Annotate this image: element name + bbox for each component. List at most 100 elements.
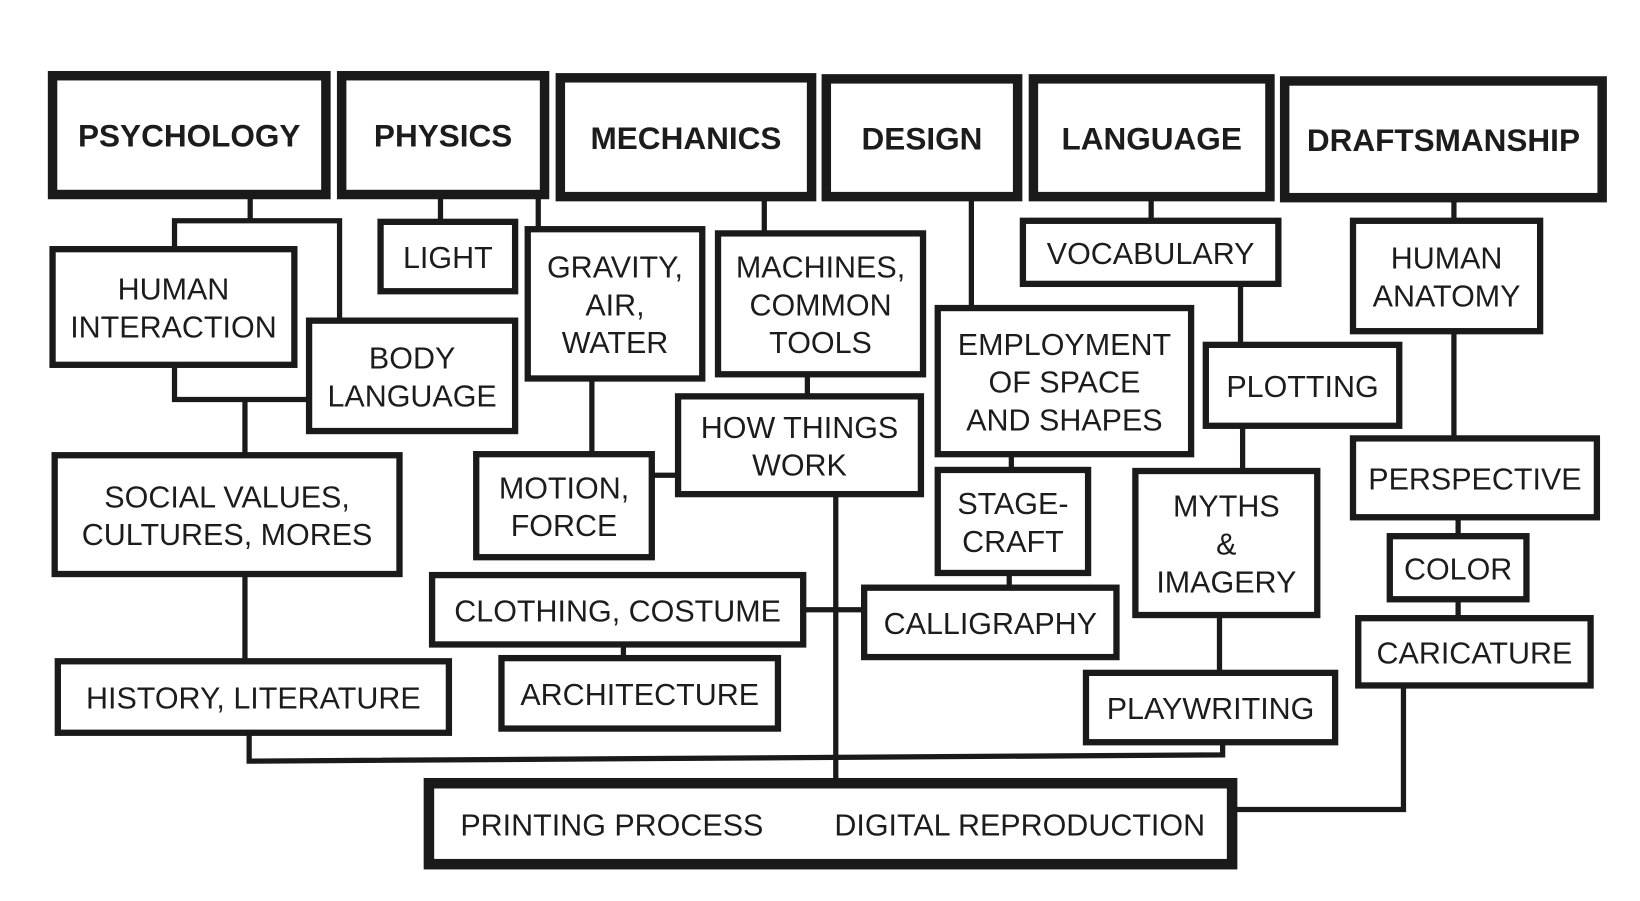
playwriting-label: PLAYWRITING [1107, 692, 1315, 726]
node-stagecraft: STAGE- CRAFT [934, 466, 1092, 577]
node-social-values: SOCIAL VALUES, CULTURES, MORES [51, 452, 403, 578]
calligraphy-label: CALLIGRAPHY [884, 607, 1097, 641]
social-values-label: SOCIAL VALUES, [104, 480, 350, 514]
caricature-box [1355, 615, 1594, 689]
human-interaction-label: INTERACTION [70, 310, 277, 344]
plotting-box [1202, 341, 1403, 429]
social-values-box [51, 452, 403, 578]
gravity-label: GRAVITY, [547, 251, 683, 285]
node-architecture: ARCHITECTURE [498, 654, 782, 732]
myths-imagery-label: & [1216, 528, 1236, 562]
myths-imagery-label: IMAGERY [1156, 565, 1296, 599]
employment-space-label: EMPLOYMENT [958, 328, 1171, 362]
machines-label: TOOLS [769, 326, 872, 360]
how-things-work-box [674, 393, 925, 498]
node-psychology: PSYCHOLOGY [47, 70, 331, 200]
caricature-label: CARICATURE [1377, 636, 1573, 670]
employment-space-label: AND SHAPES [966, 404, 1162, 438]
connector-line [171, 191, 343, 324]
connector-line [1229, 682, 1407, 813]
stagecraft-box [934, 466, 1092, 577]
design-box [821, 74, 1023, 202]
human-anatomy-label: ANATOMY [1373, 279, 1521, 313]
node-color: COLOR [1386, 533, 1530, 603]
light-box [377, 218, 519, 295]
myths-imagery-box [1132, 467, 1321, 619]
employment-space-label: OF SPACE [989, 366, 1141, 400]
history-literature-label: HISTORY, LITERATURE [86, 682, 421, 716]
social-values-label: CULTURES, MORES [82, 518, 373, 552]
node-perspective: PERSPECTIVE [1349, 435, 1601, 521]
language-box [1028, 74, 1275, 202]
motion-force-label: MOTION, [499, 471, 629, 505]
color-box [1386, 533, 1530, 603]
mechanics-box [555, 73, 817, 202]
printing-box [423, 777, 1238, 870]
clothing-costume-label: CLOTHING, COSTUME [454, 594, 781, 628]
node-light: LIGHT [377, 218, 519, 295]
gravity-label: WATER [562, 326, 669, 360]
body-language-box [305, 317, 519, 435]
clothing-costume-box [428, 571, 807, 648]
physics-label: PHYSICS [374, 118, 512, 154]
history-literature-box [54, 658, 453, 736]
node-design: DESIGN [821, 74, 1023, 202]
node-machines: MACHINES,COMMON TOOLS [714, 230, 927, 378]
playwriting-box [1082, 669, 1339, 746]
vocabulary-label: VOCABULARY [1047, 237, 1255, 271]
motion-force-label: FORCE [511, 509, 618, 543]
node-playwriting: PLAYWRITING [1082, 669, 1339, 746]
node-motion-force: MOTION, FORCE [473, 451, 655, 561]
plotting-label: PLOTTING [1226, 370, 1378, 404]
human-interaction-box [49, 246, 298, 368]
machines-box [714, 230, 927, 378]
myths-imagery-label: MYTHS [1173, 490, 1280, 524]
motion-force-box [473, 451, 655, 561]
human-anatomy-label: HUMAN [1391, 242, 1503, 276]
node-caricature: CARICATURE [1355, 615, 1594, 689]
node-vocabulary: VOCABULARY [1019, 217, 1282, 288]
node-plotting: PLOTTING [1202, 341, 1403, 429]
gravity-label: AIR, [585, 288, 644, 322]
calligraphy-box [861, 584, 1120, 661]
node-draftsmanship: DRAFTSMANSHIP [1279, 76, 1607, 203]
design-label: DESIGN [862, 120, 983, 156]
connector-line [246, 730, 1226, 764]
node-physics: PHYSICS [336, 70, 550, 200]
perspective-box [1349, 435, 1601, 521]
how-things-work-label: WORK [752, 449, 847, 483]
mechanics-label: MECHANICS [591, 120, 782, 156]
employment-space-box [934, 304, 1195, 458]
architecture-box [498, 654, 782, 732]
node-how-things-work: HOW THINGS WORK [674, 393, 925, 498]
color-label: COLOR [1404, 552, 1512, 586]
body-language-label: BODY [369, 342, 455, 376]
node-myths-imagery: MYTHS &IMAGERY [1132, 467, 1321, 619]
machines-label: MACHINES, [736, 251, 905, 285]
body-language-label: LANGUAGE [327, 379, 496, 413]
node-mechanics: MECHANICS [555, 73, 817, 202]
stagecraft-label: CRAFT [962, 525, 1064, 559]
gravity-box [524, 226, 706, 382]
stagecraft-label: STAGE- [957, 487, 1068, 521]
boxes: PSYCHOLOGY PHYSICS MECHANICS DESIGN LANGUAGE… [47, 70, 1607, 870]
node-history-literature: HISTORY, LITERATURE [54, 658, 453, 736]
perspective-label: PERSPECTIVE [1368, 462, 1581, 496]
psychology-label: PSYCHOLOGY [78, 118, 300, 154]
connector-line [171, 362, 312, 458]
printing-label: PRINTING PROCESS [460, 808, 763, 842]
draftsmanship-label: DRAFTSMANSHIP [1307, 122, 1580, 158]
draftsmanship-box [1279, 76, 1607, 203]
language-label: LANGUAGE [1062, 120, 1242, 156]
node-employment-space: EMPLOYMENT OF SPACE AND SHAPES [934, 304, 1195, 458]
machines-label: COMMON [749, 288, 891, 322]
psychology-box [47, 70, 331, 200]
node-calligraphy: CALLIGRAPHY [861, 584, 1120, 661]
vocabulary-box [1019, 217, 1282, 288]
how-things-work-label: HOW THINGS [701, 411, 898, 445]
